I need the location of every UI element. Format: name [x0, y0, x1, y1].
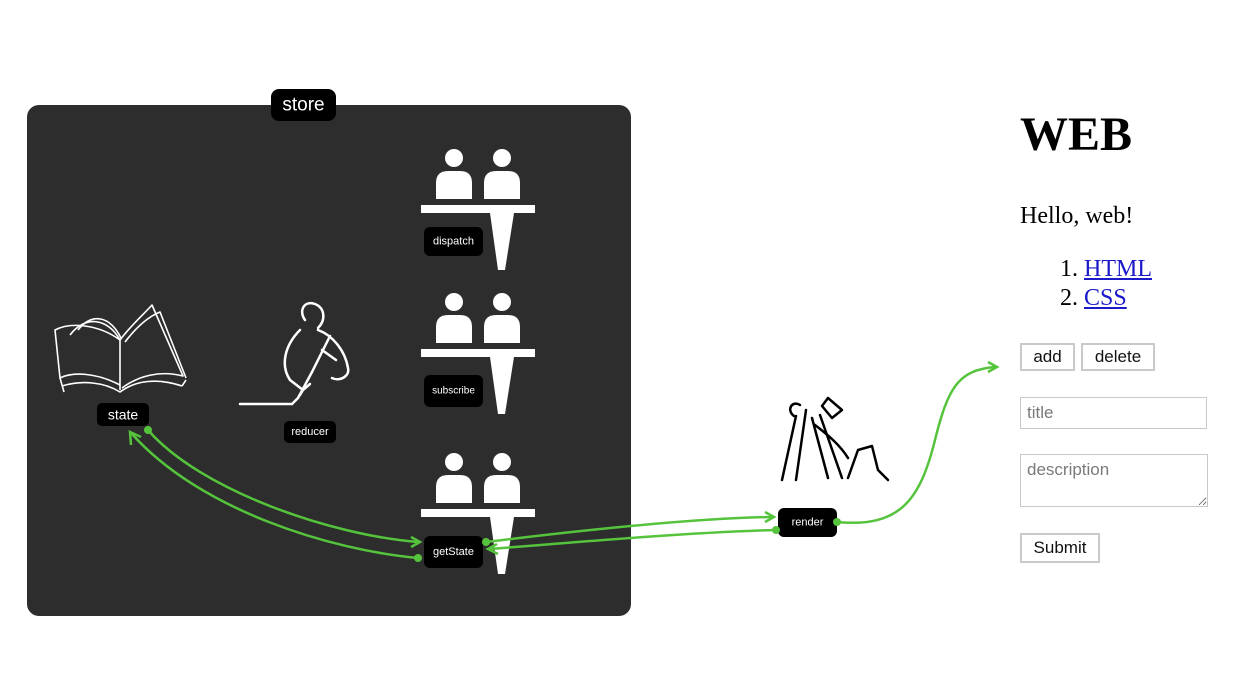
- getstate-label-bg: [424, 536, 483, 568]
- description-textarea[interactable]: [1020, 454, 1208, 507]
- list-item: HTML: [1084, 255, 1152, 284]
- render-label: render: [792, 517, 824, 529]
- arrow-dot-getstate: [414, 554, 422, 562]
- subscribe-label-bg: [424, 375, 483, 407]
- add-button[interactable]: add: [1020, 343, 1075, 371]
- subscribe-label: subscribe: [432, 386, 475, 397]
- link-css[interactable]: CSS: [1084, 285, 1127, 311]
- arrowhead-render: [764, 510, 777, 524]
- arrow-dot-getstate-2: [482, 538, 490, 546]
- store-badge: [271, 89, 336, 121]
- person-writing-icon: [238, 301, 350, 406]
- dispatch-label-bg: [424, 227, 483, 256]
- arrowhead-getstate-2: [485, 542, 499, 556]
- arrow-render-to-web: [836, 365, 996, 525]
- dispatch-label: dispatch: [433, 236, 474, 248]
- open-book-icon: [54, 304, 187, 393]
- reducer-label: reducer: [291, 426, 329, 438]
- list-item: CSS: [1084, 284, 1152, 313]
- greeting-text: Hello, web!: [1020, 203, 1134, 229]
- arrow-dot-render: [772, 526, 780, 534]
- title-input[interactable]: [1020, 397, 1207, 429]
- arrowhead-web: [987, 360, 1000, 374]
- web-heading: WEB: [1020, 108, 1133, 161]
- render-label-bg: [778, 508, 837, 537]
- topic-list: HTML CSS: [1020, 255, 1152, 313]
- arrow-getstate-to-render: [485, 515, 773, 544]
- arrow-state-to-getstate: [147, 429, 419, 544]
- state-label-bg: [97, 403, 149, 426]
- worker-digging-icon: [780, 396, 890, 482]
- getstate-label: getState: [433, 546, 474, 558]
- arrowhead-state: [128, 429, 142, 446]
- link-html[interactable]: HTML: [1084, 256, 1152, 282]
- submit-button[interactable]: Submit: [1020, 533, 1100, 563]
- state-label: state: [108, 407, 139, 423]
- arrow-dot-state: [144, 426, 152, 434]
- arrowhead-getstate: [410, 535, 423, 549]
- arrow-getstate-to-state: [131, 433, 419, 560]
- delete-button[interactable]: delete: [1081, 343, 1155, 371]
- flow-arrows: [128, 360, 1000, 560]
- arrow-dot-render-2: [833, 518, 841, 526]
- arrow-render-to-getstate: [489, 528, 777, 551]
- reducer-label-bg: [284, 421, 336, 443]
- store-title: store: [282, 95, 324, 116]
- store-panel: [27, 105, 631, 616]
